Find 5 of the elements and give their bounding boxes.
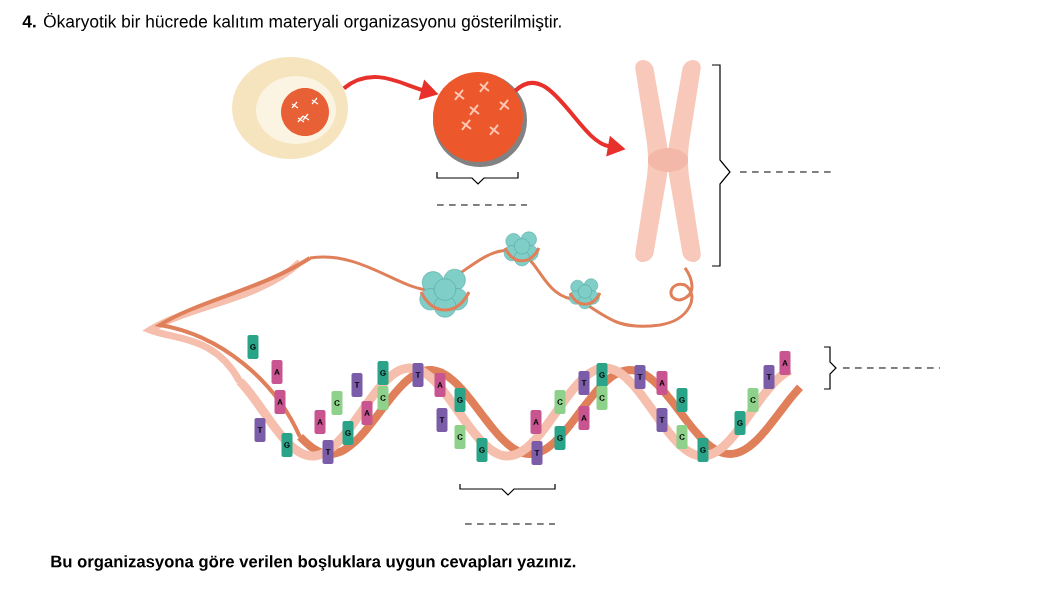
chromosome-drawing [635,60,701,262]
question-title: 4. Ökaryotik bir hücrede kalıtım materyali organizasyonu gösterilmiştir. [22,12,561,32]
cell-drawing [232,57,348,159]
nucleus-drawing [433,72,527,167]
instruction-text: Bu organizasyona göre verilen boşluklara uygun cevapları yazınız. [51,555,576,571]
